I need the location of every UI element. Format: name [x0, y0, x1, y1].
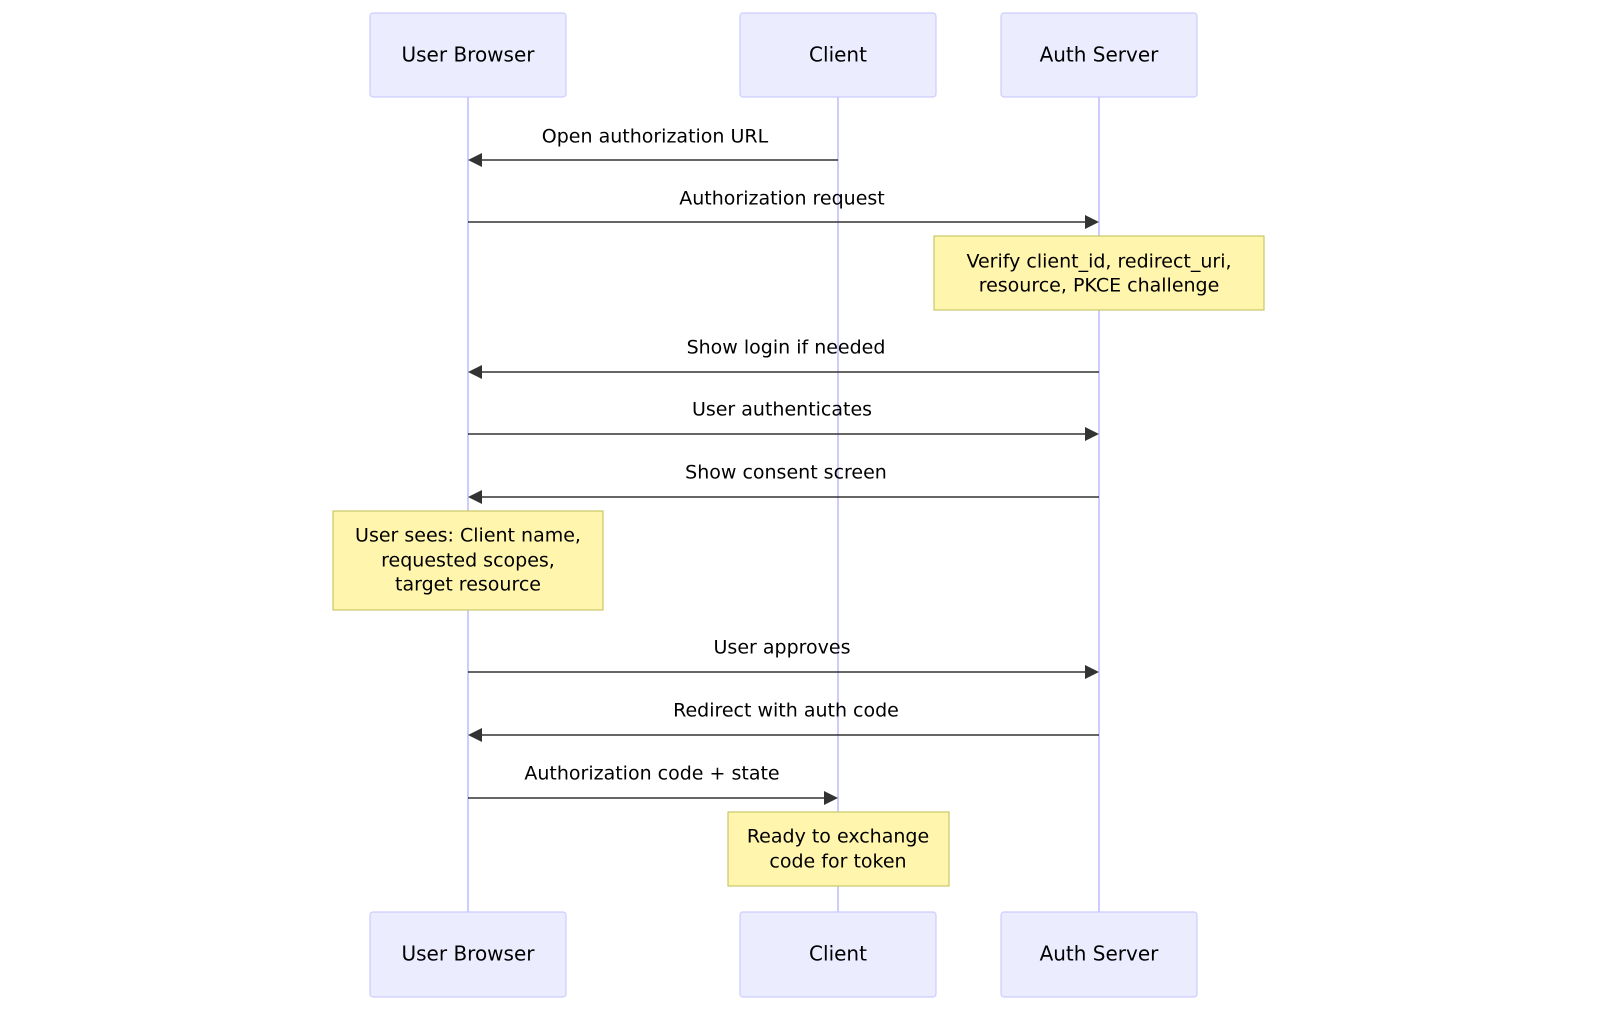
arrowhead-right-icon: [1085, 665, 1099, 679]
actor-user-browser-bottom: User Browser: [369, 911, 567, 998]
note-line: Verify client_id, redirect_uri,: [966, 251, 1231, 273]
message-show-consent: Show consent screen: [468, 462, 1099, 504]
actor-user-browser-top: User Browser: [369, 12, 567, 98]
message-label: Open authorization URL: [542, 126, 769, 148]
note-line: resource, PKCE challenge: [979, 275, 1220, 297]
message-label: Show login if needed: [687, 337, 886, 359]
message-user-approves: User approves: [468, 637, 1099, 679]
message-label: User approves: [714, 637, 851, 659]
actor-auth-server-top: Auth Server: [1000, 12, 1198, 98]
arrowhead-left-icon: [468, 490, 482, 504]
actor-auth-server-bottom: Auth Server: [1000, 911, 1198, 998]
actor-label: Auth Server: [1040, 942, 1160, 966]
note-line: requested scopes,: [381, 550, 555, 572]
message-user-authenticates: User authenticates: [468, 399, 1099, 441]
actor-label: User Browser: [402, 942, 536, 966]
message-show-login: Show login if needed: [468, 337, 1099, 379]
message-auth-code-state: Authorization code + state: [468, 763, 838, 805]
note-user-sees: User sees: Client name, requested scopes…: [332, 510, 604, 611]
message-label: User authenticates: [692, 399, 872, 421]
note-verify-client: Verify client_id, redirect_uri, resource…: [933, 235, 1265, 311]
arrowhead-left-icon: [468, 365, 482, 379]
actor-client-top: Client: [739, 12, 937, 98]
note-line: code for token: [769, 851, 906, 873]
arrowhead-right-icon: [824, 791, 838, 805]
arrowhead-right-icon: [1085, 427, 1099, 441]
message-authorization-request: Authorization request: [468, 188, 1099, 229]
note-line: Ready to exchange: [747, 826, 929, 848]
message-label: Authorization code + state: [524, 763, 779, 785]
actor-label: User Browser: [402, 43, 536, 67]
message-label: Redirect with auth code: [673, 700, 899, 722]
note-line: target resource: [395, 574, 541, 596]
lifelines: [467, 97, 1100, 912]
arrowhead-right-icon: [1085, 215, 1099, 229]
note-ready-exchange: Ready to exchange code for token: [727, 811, 950, 887]
message-label: Authorization request: [679, 188, 885, 210]
actor-client-bottom: Client: [739, 911, 937, 998]
message-open-authorization-url: Open authorization URL: [468, 126, 838, 167]
actor-label: Client: [809, 43, 867, 67]
note-line: User sees: Client name,: [355, 525, 581, 547]
message-redirect-auth-code: Redirect with auth code: [468, 700, 1099, 742]
actor-label: Client: [809, 942, 867, 966]
arrowhead-left-icon: [468, 728, 482, 742]
arrowhead-left-icon: [468, 153, 482, 167]
actor-label: Auth Server: [1040, 43, 1160, 67]
message-label: Show consent screen: [685, 462, 887, 484]
